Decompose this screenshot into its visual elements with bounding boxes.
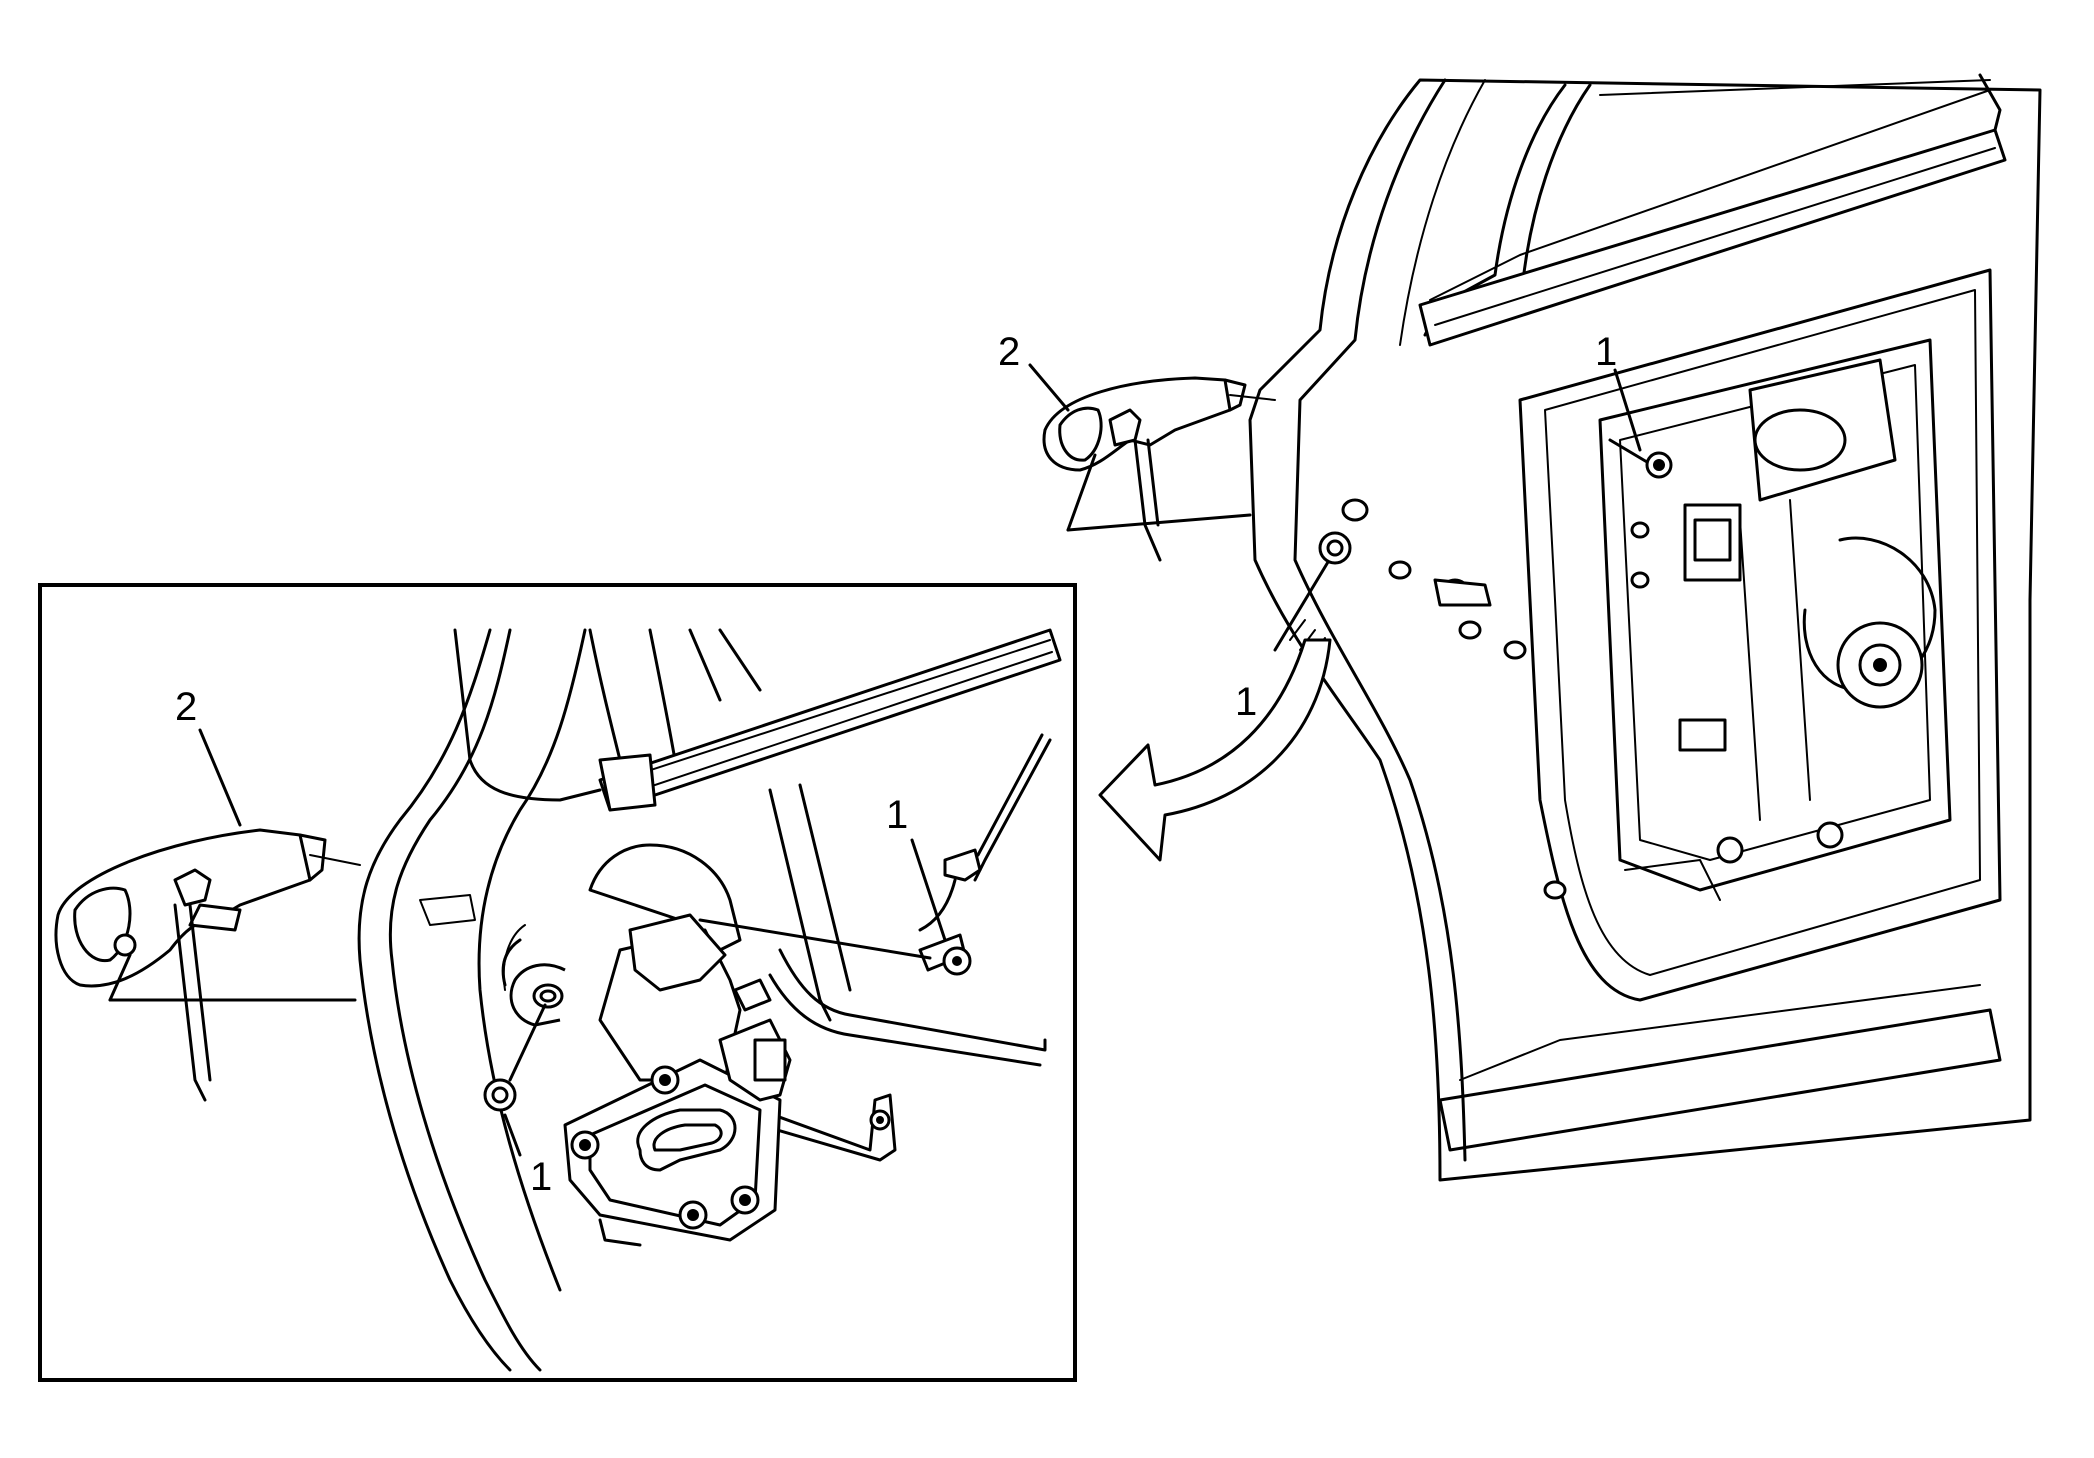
lock-nut-main [1273, 531, 1352, 652]
window-regulator [1598, 338, 1952, 901]
callout-main-screw: 1 [1595, 330, 1617, 374]
callout-inset-handle: 2 [175, 685, 197, 729]
inset-nut-lower [483, 1003, 547, 1112]
magnify-arrow [1098, 638, 1332, 862]
callout-main-pointer: 1 [1235, 680, 1257, 724]
door-lock-assembly [501, 843, 792, 1247]
rear-door-assembly [1248, 73, 2042, 1182]
door-screw-main [1608, 438, 1673, 479]
callout-inset-bolt: 1 [886, 793, 908, 837]
inset-bolt-upper [698, 918, 972, 976]
outside-handle-main [1042, 376, 1276, 562]
callout-inset-nut: 1 [530, 1155, 552, 1199]
outside-handle-inset [54, 828, 361, 1102]
detail-inset: 2 1 1 [38, 583, 1077, 1382]
callout-main-handle: 2 [998, 330, 1020, 374]
